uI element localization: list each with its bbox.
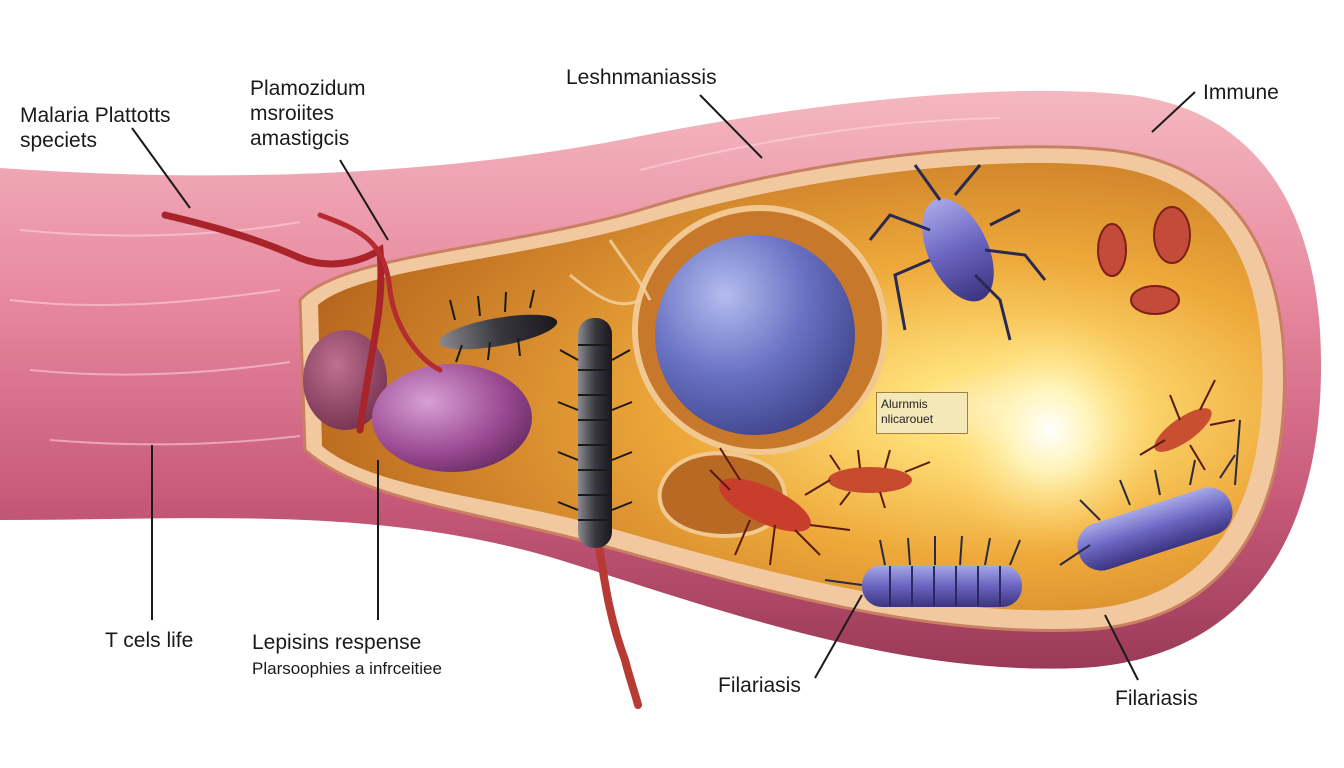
red-insect-right: [1139, 379, 1236, 471]
nucleus: [655, 235, 855, 435]
label-malaria: Malaria Plattotts speciets: [20, 104, 171, 152]
red-insect-center: [709, 447, 851, 566]
blue-worm-bottom: [824, 535, 1022, 607]
label-filariasis-right: Filariasis: [1115, 687, 1198, 710]
inset-label-box: Alurnmis nlicarouet: [876, 392, 968, 434]
label-lepisins: Lepisins respense: [252, 631, 422, 654]
red-tail-worm: [594, 536, 642, 709]
blue-insect-upper: [868, 164, 1047, 341]
membrane-strands: [569, 239, 652, 306]
blue-worm-right: [1059, 419, 1241, 571]
label-plarsoophies: Plarsoophies a infrceitiee: [252, 659, 442, 678]
red-filament-worm: [161, 211, 385, 434]
label-leshnmaniassis: Leshnmaniassis: [566, 66, 717, 89]
red-blood-cells: [1097, 206, 1191, 315]
red-filament-worm-2: [317, 212, 443, 373]
vacuole: [372, 364, 532, 472]
label-t-cells: T cels life: [105, 629, 194, 652]
label-filariasis-center: Filariasis: [718, 674, 801, 697]
label-plamozidum: Plamozidum msroiites amastigcis: [250, 77, 366, 150]
glow-spot: [930, 310, 1170, 550]
vessel-wall-streaks: [9, 117, 1001, 446]
red-insect-small: [804, 449, 931, 509]
label-immune: Immune: [1203, 81, 1279, 104]
leader-lines: [131, 91, 1196, 681]
dark-worm-vertical: [557, 318, 633, 548]
dark-worm-horizontal: [438, 289, 558, 363]
